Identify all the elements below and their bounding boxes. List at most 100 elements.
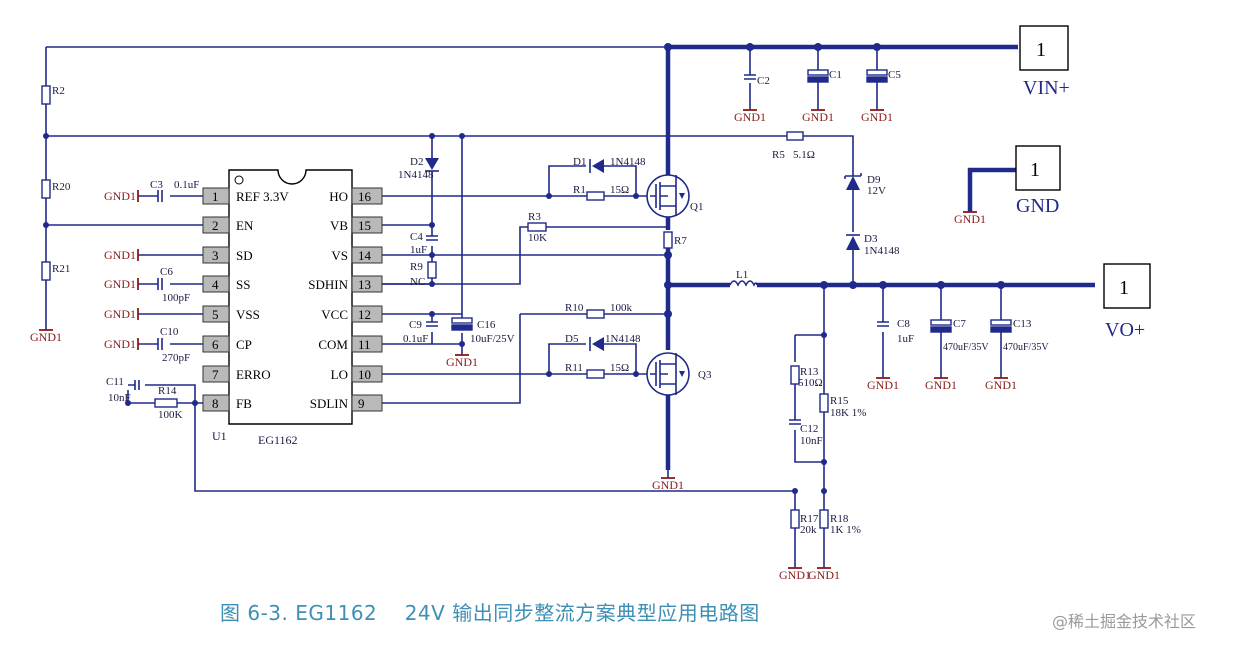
ic-pin-box bbox=[351, 305, 383, 323]
ic-pin-box bbox=[202, 394, 230, 412]
ic-pin-number: 2 bbox=[212, 218, 219, 233]
label-c4: C4 bbox=[410, 231, 423, 243]
ic-pin-box bbox=[351, 335, 383, 353]
ground-label: GND1 bbox=[985, 378, 1017, 392]
ic-part-label: EG1162 bbox=[258, 433, 298, 447]
ic-pin-number: 9 bbox=[358, 396, 365, 411]
ic-pin-name: HO bbox=[329, 189, 348, 204]
label-r15: R15 bbox=[830, 395, 849, 407]
ic-pin-box bbox=[202, 305, 230, 323]
watermark: @稀土掘金技术社区 bbox=[1052, 612, 1197, 631]
ic-pin-box bbox=[202, 187, 230, 205]
label-c9: C9 bbox=[409, 319, 422, 331]
label-d9-value: 12V bbox=[867, 185, 886, 197]
label-r3: R3 bbox=[528, 211, 541, 223]
ic-pin-number: 11 bbox=[358, 337, 371, 352]
ground-label: GND1 bbox=[104, 248, 136, 262]
label-q1: Q1 bbox=[690, 201, 703, 213]
label-c11-value: 10nF bbox=[108, 392, 131, 404]
ic-pin-number: 15 bbox=[358, 218, 371, 233]
label-r1-value: 15Ω bbox=[610, 184, 629, 196]
capacitors bbox=[134, 69, 1012, 425]
connector-gnd-num: 1 bbox=[1030, 159, 1040, 181]
ic-pin-number: 5 bbox=[212, 307, 219, 322]
ic-pin-box bbox=[202, 365, 230, 383]
label-c9-value: 0.1uF bbox=[403, 333, 428, 345]
ground-label: GND1 bbox=[779, 568, 811, 582]
ground-label: GND1 bbox=[867, 378, 899, 392]
ic-pin-name: ERRO bbox=[236, 367, 271, 382]
ground-label: GND1 bbox=[954, 212, 986, 226]
ic-pin-number: 6 bbox=[212, 337, 219, 352]
ic-pin-number: 4 bbox=[212, 277, 219, 292]
label-r10-value: 100k bbox=[610, 302, 633, 314]
label-r11-value: 15Ω bbox=[610, 362, 629, 374]
label-d5: D5 bbox=[565, 333, 579, 345]
label-r18: R18 bbox=[830, 513, 849, 525]
ic-pin-box bbox=[351, 187, 383, 205]
mosfet-q3 bbox=[646, 352, 690, 396]
label-r13-value: 510Ω bbox=[798, 377, 823, 389]
label-r7: R7 bbox=[674, 235, 687, 247]
ic-pin-name: VCC bbox=[321, 307, 348, 322]
connector-vo[interactable]: 1 VO+ bbox=[1103, 263, 1151, 341]
ground-label: GND1 bbox=[808, 568, 840, 582]
ic-pin-name: REF 3.3V bbox=[236, 189, 289, 204]
connector-gnd-label: GND bbox=[1016, 195, 1059, 217]
label-d1-value: 1N4148 bbox=[610, 156, 646, 168]
label-c5: C5 bbox=[888, 69, 901, 81]
connector-gnd[interactable]: 1 GND bbox=[1015, 145, 1061, 217]
ic-pin-box bbox=[202, 216, 230, 234]
label-c10: C10 bbox=[160, 326, 179, 338]
connector-vin[interactable]: 1 VIN+ bbox=[1019, 25, 1070, 99]
ic-pin-box bbox=[202, 275, 230, 293]
label-d3-value: 1N4148 bbox=[864, 245, 900, 257]
label-l1: L1 bbox=[736, 269, 748, 281]
label-d5-value: 1N4148 bbox=[605, 333, 641, 345]
ground-label: GND1 bbox=[861, 110, 893, 124]
label-c16: C16 bbox=[477, 319, 496, 331]
connector-vin-num: 1 bbox=[1036, 39, 1046, 61]
ground-label: GND1 bbox=[734, 110, 766, 124]
label-c3: C3 bbox=[150, 179, 163, 191]
ic-pin-number: 13 bbox=[358, 277, 371, 292]
ic-pin-name: FB bbox=[236, 396, 252, 411]
ic-pin-box bbox=[351, 394, 383, 412]
ic-pin-box bbox=[202, 335, 230, 353]
label-c4-value: 1uF bbox=[410, 244, 427, 256]
ic-pin-name: COM bbox=[318, 337, 348, 352]
label-r9-value: NC bbox=[410, 276, 425, 288]
ic-pin-name: CP bbox=[236, 337, 252, 352]
label-r18-value: 1K 1% bbox=[830, 524, 861, 536]
label-d2: D2 bbox=[410, 156, 423, 168]
ic-pin-number: 8 bbox=[212, 396, 219, 411]
label-r5: R5 bbox=[772, 149, 785, 161]
ic-pin-number: 12 bbox=[358, 307, 371, 322]
ground-label: GND1 bbox=[104, 307, 136, 321]
label-d9: D9 bbox=[867, 174, 881, 186]
label-r17: R17 bbox=[800, 513, 819, 525]
label-r15-value: 18K 1% bbox=[830, 407, 866, 419]
connector-vin-label: VIN+ bbox=[1023, 77, 1070, 99]
ic-pin-box bbox=[202, 246, 230, 264]
mosfet-q1 bbox=[646, 174, 690, 218]
ic-pin-name: LO bbox=[331, 367, 348, 382]
label-r2: R2 bbox=[52, 85, 65, 97]
ic-pin-name: SDHIN bbox=[308, 277, 348, 292]
label-r3-value: 10K bbox=[528, 232, 547, 244]
ground-label: GND1 bbox=[925, 378, 957, 392]
label-c7-value: 470uF/35V bbox=[943, 342, 989, 353]
label-d1: D1 bbox=[573, 156, 586, 168]
diodes bbox=[425, 158, 862, 351]
resistors bbox=[41, 85, 829, 529]
ground-label: GND1 bbox=[802, 110, 834, 124]
junctions bbox=[43, 43, 1005, 494]
ground-label: GND1 bbox=[30, 330, 62, 344]
ic-pin-number: 7 bbox=[212, 367, 219, 382]
ic-pin-number: 3 bbox=[212, 248, 219, 263]
ic-pin-number: 16 bbox=[358, 189, 372, 204]
